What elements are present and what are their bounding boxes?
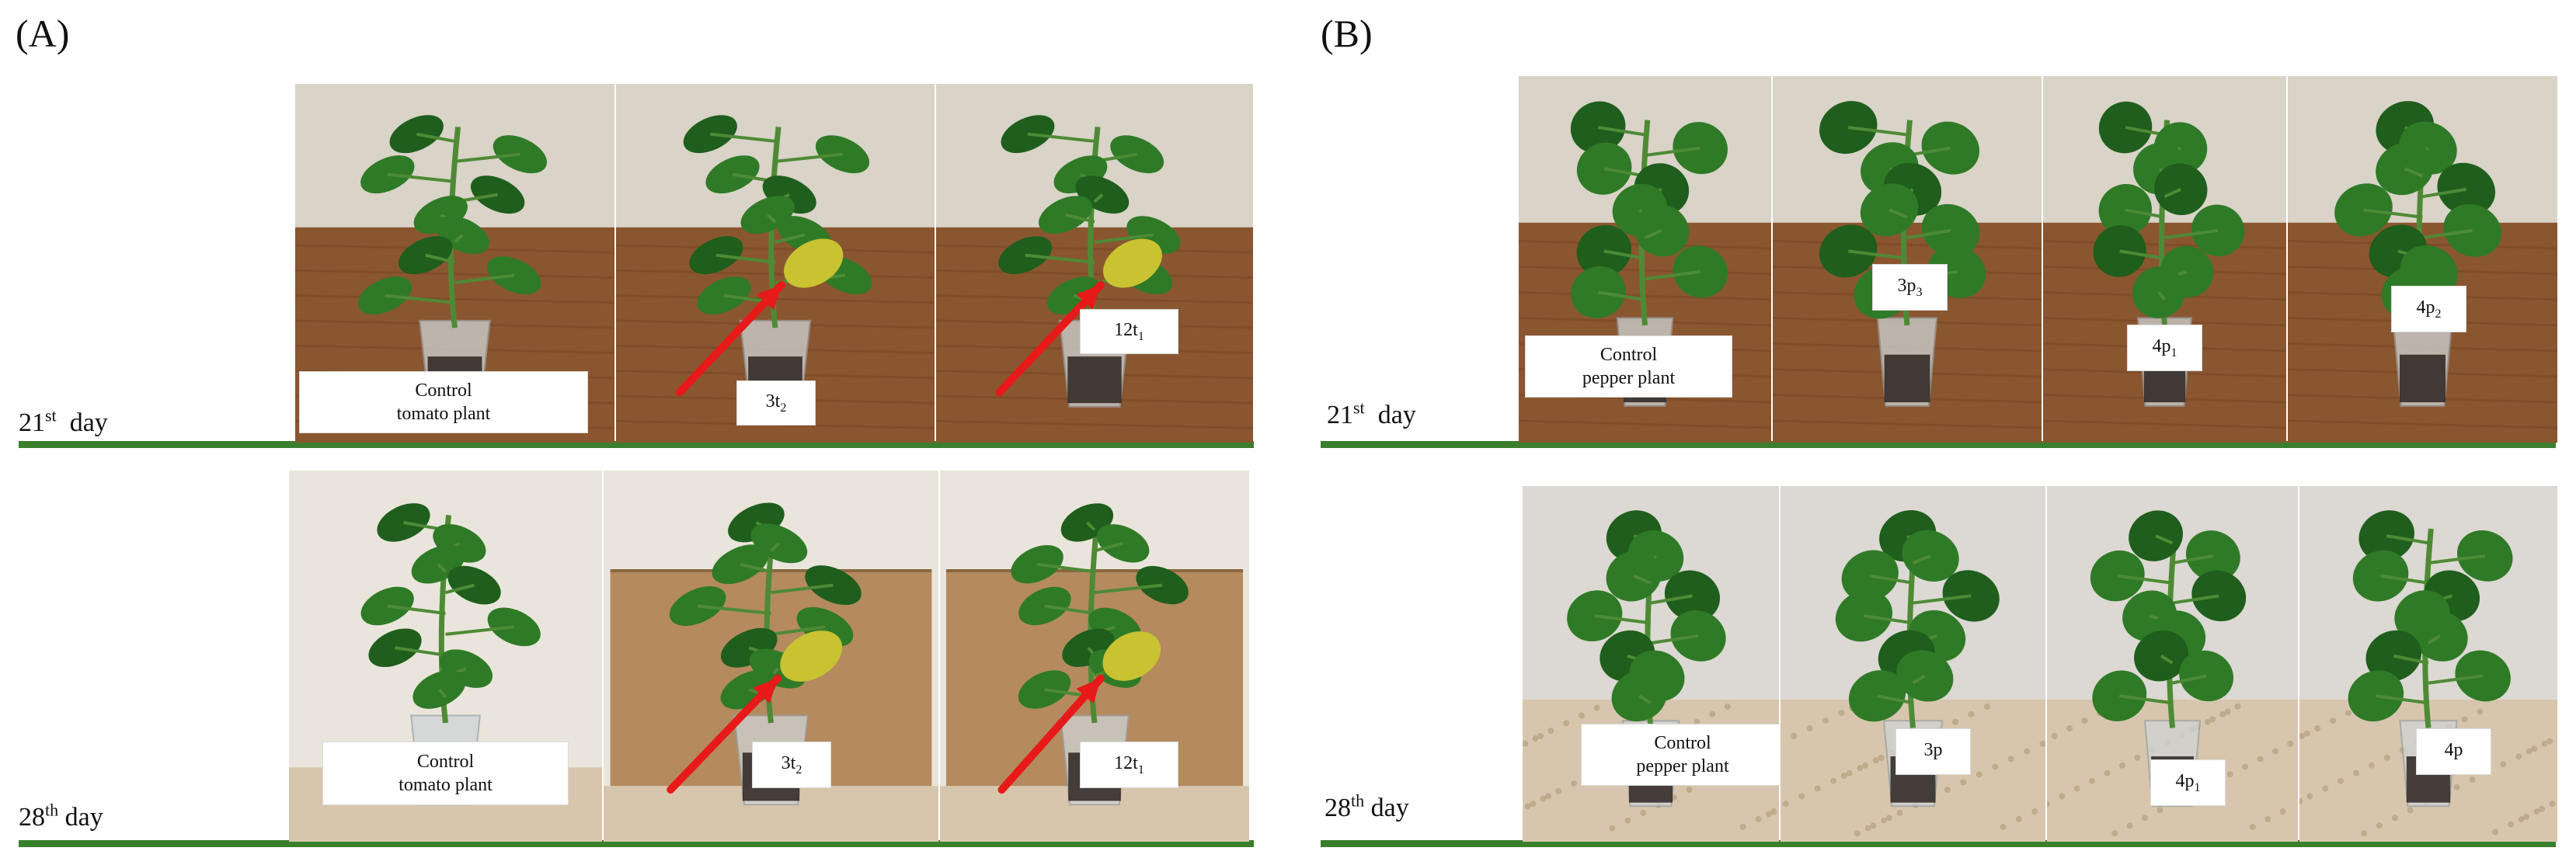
plant-photo-b-21-3 [2043,76,2286,443]
photo-caption: 3p3 [1872,264,1948,311]
divider-rule-a-28 [19,840,1254,847]
day-label-b-28: 28th day [1325,790,1409,822]
caption-subscript: 3 [1916,285,1923,299]
plant-photo-b-21-4 [2288,76,2557,443]
caption-main: 4p [2175,771,2195,792]
day-label-b-21: 21st day [1327,398,1416,429]
panel-label-a: (A) [16,12,70,55]
plant-photo-a-21-3 [936,84,1253,443]
red-arrow-icon [997,674,1105,794]
day-label-a-21: 21st day [19,405,108,437]
plant-photo-b-28-1 [1523,486,1779,842]
plant-photo-a-28-2 [604,471,938,842]
caption-main: 12t [1114,753,1138,774]
divider-rule-b-21 [1321,441,2556,448]
caption-line: Control [415,380,472,401]
red-arrow-icon [667,674,782,794]
caption-subscript: 1 [1137,763,1144,776]
caption-line: tomato plant [396,404,491,424]
caption-line: Control [1600,345,1658,365]
caption-subscript: 2 [795,763,802,776]
caption-main: 3t [781,753,796,774]
plant-photo-b-21-2 [1773,76,2042,443]
divider-rule-a-21 [19,441,1254,448]
plant-photo-b-28-2 [1781,486,2045,842]
photo-caption: 4p1 [2127,325,2202,371]
caption-main: 4p [2416,297,2435,318]
caption-line: Control [1654,733,1711,753]
caption-main: 4p [2152,336,2171,357]
caption-subscript: 2 [780,401,787,415]
caption-main: 3p [1923,740,1943,761]
red-arrow-icon [676,280,786,397]
photo-caption: 3t2 [752,742,831,788]
photo-caption: Control tomato plant [322,742,569,805]
caption-main: 3p [1897,276,1916,297]
caption-line: Control [416,752,475,772]
photo-caption: 12t1 [1080,742,1178,788]
caption-subscript: 1 [1137,329,1144,343]
red-arrow-icon [995,280,1105,397]
caption-subscript: 1 [2170,346,2177,360]
caption-main: 12t [1114,320,1138,341]
photo-caption: Control tomato plant [299,371,588,433]
photo-caption: Control pepper plant [1525,335,1732,398]
caption-line: tomato plant [399,775,493,795]
caption-line: pepper plant [1582,368,1676,388]
caption-line: pepper plant [1636,756,1729,776]
caption-main: 4p [2444,740,2463,761]
photo-caption: Control pepper plant [1581,724,1784,786]
photo-caption: 4p [2416,728,2491,775]
divider-rule-b-28 [1321,840,2556,847]
caption-subscript: 2 [2435,307,2442,321]
photo-caption: 12t1 [1080,309,1178,354]
photo-caption: 3p [1895,728,1971,775]
plant-photo-b-28-4 [2299,486,2557,842]
day-label-a-28: 28th day [19,800,103,832]
photo-caption: 4p2 [2391,286,2466,332]
photo-caption: 3t2 [736,380,816,426]
panel-label-b: (B) [1321,12,1373,55]
photo-caption: 4p1 [2150,759,2226,806]
caption-main: 3t [765,391,781,412]
caption-subscript: 1 [2194,780,2201,794]
